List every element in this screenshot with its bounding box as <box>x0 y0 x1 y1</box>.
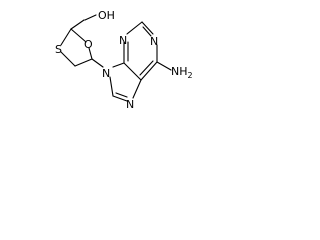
n7-label: N <box>126 98 134 111</box>
bond-c2p-n1-double <box>142 26 152 37</box>
n9-label: N <box>102 67 110 80</box>
structure-canvas: OH S O N N N N NH2 <box>0 0 215 123</box>
ring-oxygen-label: O <box>84 38 93 51</box>
bond-c2p-n1 <box>141 21 154 35</box>
bond-c6-c5p-double <box>139 60 154 76</box>
bond-n3-c2p <box>126 21 143 35</box>
bond-n7-c5p <box>132 79 142 99</box>
bond-c6-nh2 <box>156 61 172 71</box>
n1-label: N <box>150 35 158 48</box>
bond-c4p-n9 <box>112 62 125 68</box>
hydroxyl-label: OH <box>98 9 115 22</box>
amino-label-subscript: 2 <box>188 71 193 80</box>
n3-label: N <box>119 34 127 47</box>
bond-c5p-c4p <box>123 62 142 81</box>
bond-c5-n9 <box>91 58 104 68</box>
bond-c8-n7 <box>112 95 128 102</box>
bond-s-c4 <box>60 51 76 67</box>
sulfur-label: S <box>55 43 62 56</box>
amino-label: NH2 <box>171 65 193 80</box>
bond-n9-c8 <box>109 76 114 97</box>
bond-c5-o <box>88 47 93 60</box>
bond-c8-n7-double <box>115 92 128 98</box>
bond-c6-c5p <box>140 61 158 81</box>
bond-c4-c5 <box>74 58 93 67</box>
amino-label-main: NH <box>171 65 188 78</box>
bond-c2-s <box>60 28 72 46</box>
bond-ring-ch2 <box>70 19 85 30</box>
bond-c2-o <box>70 28 87 43</box>
bond-ch2-oh <box>84 14 97 21</box>
molecule-diagram: OH S O N N N N NH2 <box>55 9 193 111</box>
